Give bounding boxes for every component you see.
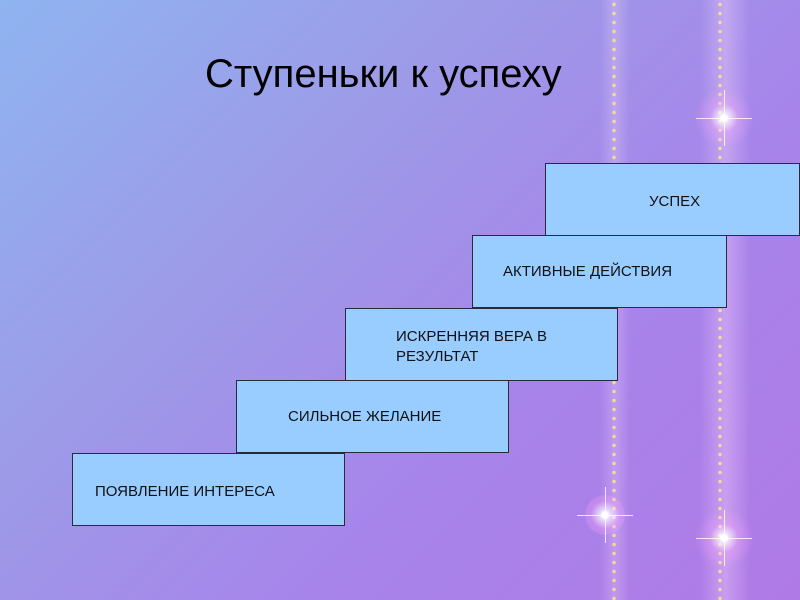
slide-title: Ступеньки к успеху	[205, 52, 562, 96]
step-label: ПОЯВЛЕНИЕ ИНТЕРЕСА	[95, 483, 275, 500]
step-label: СИЛЬНОЕ ЖЕЛАНИЕ	[288, 408, 442, 425]
step-box-action: АКТИВНЫЕ ДЕЙСТВИЯ	[472, 235, 727, 308]
sparkle-star-icon	[694, 508, 754, 568]
step-box-belief: ИСКРЕННЯЯ ВЕРА В РЕЗУЛЬТАТ	[345, 308, 618, 381]
step-box-interest: ПОЯВЛЕНИЕ ИНТЕРЕСА	[72, 453, 345, 526]
step-label: АКТИВНЫЕ ДЕЙСТВИЯ	[503, 263, 673, 280]
step-box-success: УСПЕХ	[545, 163, 800, 236]
step-label: УСПЕХ	[649, 193, 701, 210]
sparkle-star-icon	[577, 487, 633, 543]
step-label: ИСКРЕННЯЯ ВЕРА В РЕЗУЛЬТАТ	[396, 328, 548, 365]
sparkle-star-icon	[694, 88, 754, 148]
step-box-desire: СИЛЬНОЕ ЖЕЛАНИЕ	[236, 380, 509, 453]
